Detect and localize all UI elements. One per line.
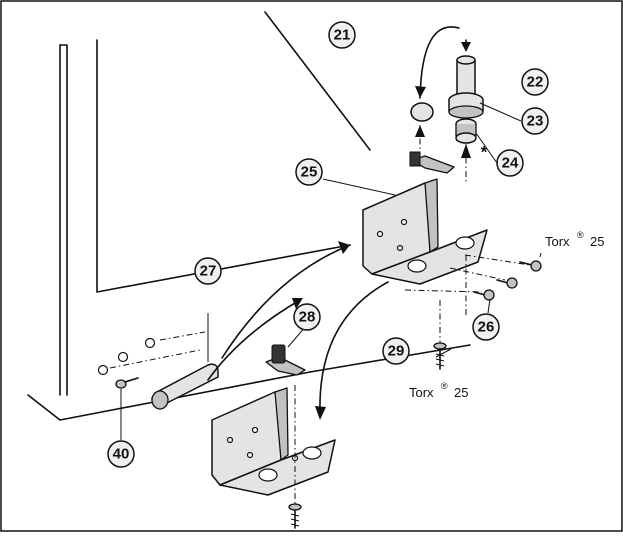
callout-24-label: 24 (502, 155, 519, 172)
callout-28: 28 (293, 303, 321, 331)
torx-bottom-text: Torx (409, 385, 434, 400)
move-arrow-21 (419, 26, 460, 99)
torx-top-reg: ® (577, 230, 584, 240)
callout-21-label: 21 (334, 27, 351, 44)
move-arrow-upper (221, 244, 351, 359)
callout-29-label: 29 (388, 343, 405, 360)
callout-40: 40 (107, 440, 135, 468)
upper-hinge-bracket-25 (362, 151, 488, 285)
callout-23-label: 23 (527, 113, 544, 130)
callout-26-label: 26 (478, 319, 495, 336)
washer-24 (455, 118, 477, 182)
callout-29: 29 (382, 337, 410, 365)
screw-40 (115, 377, 139, 440)
callout-27-label: 27 (200, 263, 217, 280)
arrow-head-upper (338, 241, 350, 254)
callout-26: 26 (472, 313, 500, 341)
callout-27: 27 (194, 257, 222, 285)
cap-21 (410, 102, 434, 122)
torx-bottom-reg: ® (441, 381, 448, 391)
arrow-head-21-up (415, 125, 425, 137)
callout-25-label: 25 (301, 164, 318, 181)
bushing-23 (448, 92, 484, 119)
callout-22-label: 22 (527, 74, 544, 91)
torx-top-size: 25 (590, 234, 604, 249)
move-arrow-cover (207, 299, 301, 381)
callout-25: 25 (295, 158, 323, 186)
hinge-cover-27 (151, 313, 219, 410)
cabinet-washers (97, 331, 206, 376)
callout-24: 24 (496, 149, 524, 177)
callout-22: 22 (521, 68, 549, 96)
arrow-head-21 (415, 86, 426, 98)
callout-23: 23 (521, 107, 549, 135)
move-arrow-lower (319, 281, 389, 413)
arrow-head-lower (315, 406, 326, 420)
screw-29 (433, 342, 447, 370)
torx-bottom-size: 25 (454, 385, 468, 400)
asterisk-mark: * (481, 143, 488, 162)
torx-top-text: Torx (545, 234, 570, 249)
callout-21: 21 (328, 21, 356, 49)
torx-label-top: Torx ® 25 (545, 230, 604, 249)
screw-bottom (288, 503, 302, 529)
callout-28-label: 28 (299, 309, 316, 326)
torx-label-bottom: Torx ® 25 (409, 381, 468, 400)
callout-40-label: 40 (113, 446, 130, 463)
screws-26 (404, 254, 542, 301)
lower-hinge-bracket-28 (211, 344, 336, 505)
